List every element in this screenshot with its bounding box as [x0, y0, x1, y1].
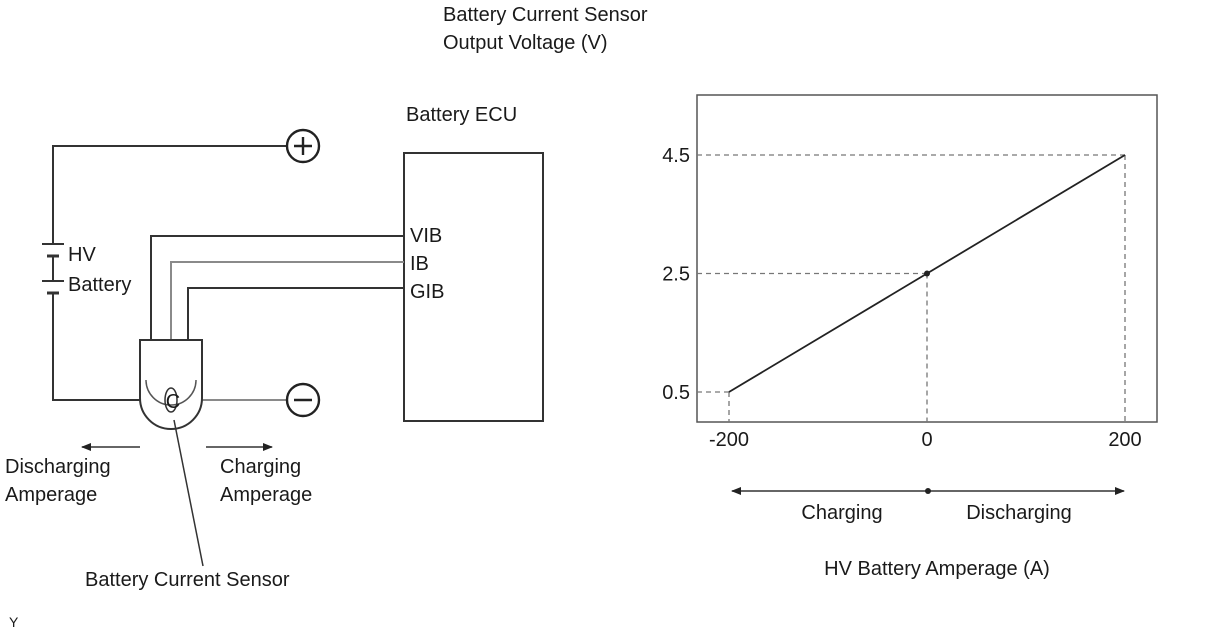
discharging-label-2: Amperage: [5, 484, 97, 506]
chart-xlabel: HV Battery Amperage (A): [824, 558, 1050, 580]
footer-code: Y: [9, 614, 19, 630]
battery-symbol: [42, 243, 64, 295]
ib-wire: [170, 261, 404, 340]
ecu-pin-ib: IB: [410, 253, 429, 275]
voltage-chart: Battery Current Sensor Output Voltage (V…: [443, 4, 1158, 580]
positive-terminal-icon: [285, 128, 321, 164]
ecu-pin-gib: GIB: [410, 281, 444, 303]
y-tick-label: 0.5: [662, 382, 690, 404]
x-tick-label: 200: [1108, 429, 1141, 451]
battery-label-hv: HV: [68, 244, 96, 266]
y-tick-labels: 0.5 2.5 4.5: [662, 145, 690, 404]
x-tick-label: 0: [921, 429, 932, 451]
circuit-diagram: Battery ECU VIB IB GIB HV Battery: [5, 104, 544, 591]
x-tick-label: -200: [709, 429, 749, 451]
current-sensor-body: [139, 339, 203, 430]
sensor-leader-line: [173, 419, 204, 567]
charging-label-2: Amperage: [220, 484, 312, 506]
positive-wire: [52, 145, 287, 244]
sensor-symbol: C: [166, 391, 180, 413]
chart-ylabel-line1: Battery Current Sensor: [443, 4, 648, 26]
chart-ylabel-line2: Output Voltage (V): [443, 32, 608, 54]
vib-wire: [150, 235, 404, 340]
ecu-title: Battery ECU: [406, 104, 517, 126]
chart-guides: [697, 154, 1126, 422]
direction-discharging-label: Discharging: [966, 502, 1072, 524]
ecu-pin-vib: VIB: [410, 225, 442, 247]
y-tick-label: 4.5: [662, 145, 690, 167]
negative-wire-left: [52, 293, 146, 401]
sensor-inner-arc: [145, 379, 197, 406]
negative-terminal-icon: [285, 382, 321, 418]
gib-wire: [187, 287, 404, 340]
sensor-label: Battery Current Sensor: [85, 569, 290, 591]
discharging-label-1: Discharging: [5, 456, 111, 478]
sensor-core-icon: [164, 387, 178, 413]
y-tick-label: 2.5: [662, 264, 690, 286]
direction-origin-dot: [925, 488, 931, 494]
direction-charging-label: Charging: [801, 502, 882, 524]
x-tick-labels: -200 0 200: [709, 429, 1142, 451]
charging-label-1: Charging: [220, 456, 301, 478]
battery-label-battery: Battery: [68, 274, 131, 296]
data-point: [924, 270, 930, 277]
chart-series: [728, 154, 1126, 393]
